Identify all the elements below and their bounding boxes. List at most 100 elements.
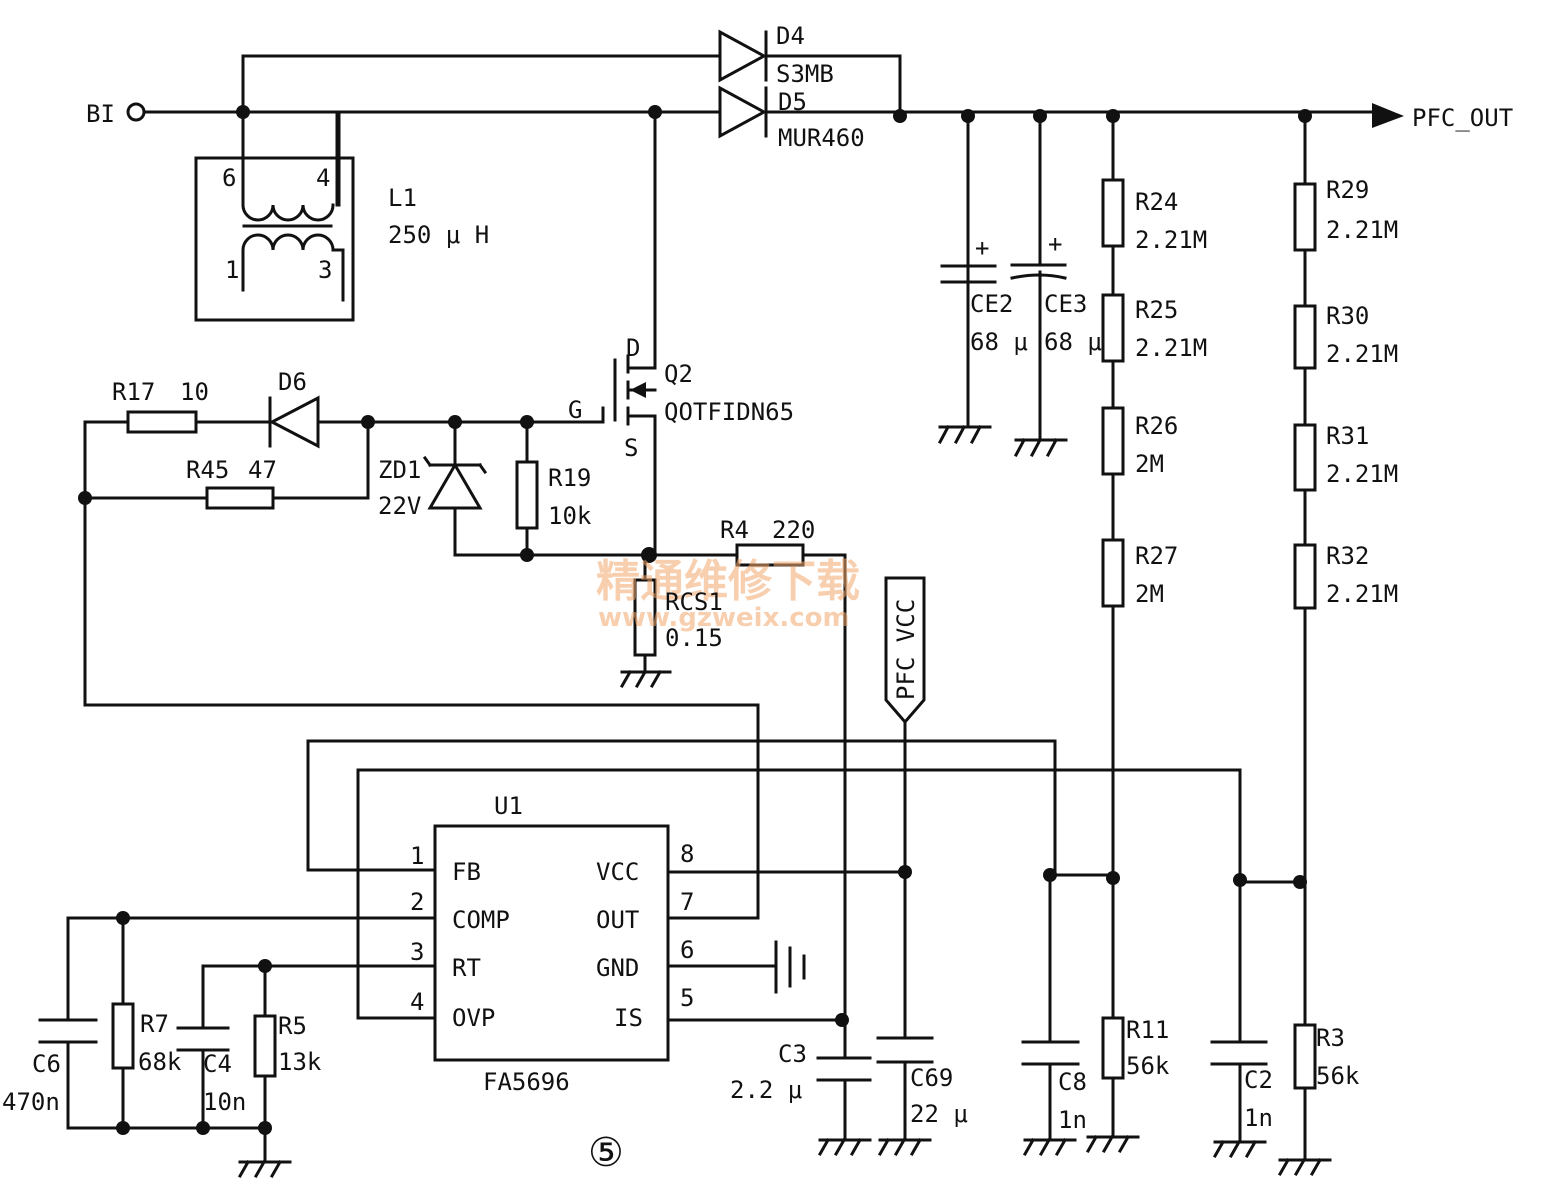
ce3-plus: + [1048, 230, 1062, 258]
r4-ref: R4 [720, 516, 749, 544]
r4-value: 220 [772, 516, 815, 544]
ic-pin1-name: FB [452, 858, 481, 886]
ic-pin6-num: 6 [680, 936, 694, 964]
r29-ref: R29 [1326, 176, 1369, 204]
r5-ref: R5 [278, 1012, 307, 1040]
d5-ref: D5 [778, 88, 807, 116]
ic-pin5-name: IS [614, 1004, 643, 1032]
r26-ref: R26 [1135, 412, 1178, 440]
ce2-plus: + [975, 234, 989, 262]
ce2-ref: CE2 [970, 290, 1013, 318]
ce2-value: 68 μ [970, 328, 1028, 356]
c3-value: 2.2 μ [730, 1076, 802, 1104]
c4-ref: C4 [203, 1050, 232, 1078]
r26-value: 2M [1135, 450, 1164, 478]
ic-pin8-name: VCC [596, 858, 639, 886]
r7-value: 68k [138, 1048, 182, 1076]
wires [66, 54, 1374, 1162]
c69-ref: C69 [910, 1064, 953, 1092]
q2-ref: Q2 [664, 360, 693, 388]
rcs1-ref: RCS1 [665, 588, 723, 616]
r11-value: 56k [1126, 1052, 1170, 1080]
ic-pin7-num: 7 [680, 888, 694, 916]
inductor-l1 [194, 156, 355, 322]
zd1-ref: ZD1 [378, 456, 421, 484]
r17-value: 10 [180, 378, 209, 406]
r19-value: 10k [548, 502, 592, 530]
l1-pin-4: 4 [316, 164, 330, 192]
r27-ref: R27 [1135, 542, 1178, 570]
d4-value: S3MB [776, 60, 834, 88]
r25-ref: R25 [1135, 296, 1178, 324]
figure-number: ⑤ [588, 1130, 624, 1176]
r7-ref: R7 [140, 1010, 169, 1038]
diode-d4 [718, 29, 768, 83]
ground-symbols [237, 424, 1332, 1179]
r32-ref: R32 [1326, 542, 1369, 570]
q2-pin-d: D [626, 334, 640, 362]
r27-value: 2M [1135, 580, 1164, 608]
r17-ref: R17 [112, 378, 155, 406]
q2-value: QOTFIDN65 [664, 398, 794, 426]
c2-ref: C2 [1244, 1066, 1273, 1094]
ic-pin4-num: 4 [410, 988, 424, 1016]
r25-value: 2.21M [1135, 334, 1207, 362]
r29-value: 2.21M [1326, 216, 1398, 244]
input-terminal [126, 102, 146, 122]
r3-value: 56k [1316, 1062, 1360, 1090]
junction-dots [78, 105, 1312, 1135]
r32-value: 2.21M [1326, 580, 1398, 608]
ic-u1-body [433, 824, 670, 1062]
ic-pin6-name: GND [596, 954, 639, 982]
c8-value: 1n [1058, 1106, 1087, 1134]
resistors [111, 178, 1317, 1090]
c2-value: 1n [1244, 1104, 1273, 1132]
ic-pin8-num: 8 [680, 840, 694, 868]
q2-arrow-icon [630, 382, 646, 398]
c6-value: 470n [2, 1088, 60, 1116]
l1-pin-6: 6 [222, 164, 236, 192]
rcs1-value: 0.15 [665, 624, 723, 652]
capacitors [38, 1018, 1268, 1082]
ic-pin1-num: 1 [410, 842, 424, 870]
diode-d5 [718, 85, 768, 139]
l1-value: 250 μ H [388, 221, 489, 249]
c8-ref: C8 [1058, 1068, 1087, 1096]
d6-ref: D6 [278, 368, 307, 396]
l1-ref: L1 [388, 184, 417, 212]
q2-pin-g: G [568, 396, 582, 424]
r19-ref: R19 [548, 464, 591, 492]
q2-pin-s: S [624, 434, 638, 462]
r24-ref: R24 [1135, 188, 1178, 216]
c4-value: 10n [203, 1088, 246, 1116]
zd1-value: 22V [378, 492, 421, 520]
r5-value: 13k [278, 1048, 322, 1076]
l1-pin-3: 3 [318, 256, 332, 284]
ic-pin4-name: OVP [452, 1004, 495, 1032]
ic-pin7-name: OUT [596, 906, 639, 934]
c6-ref: C6 [32, 1050, 61, 1078]
r30-ref: R30 [1326, 302, 1369, 330]
c69-value: 22 μ [910, 1100, 968, 1128]
watermark-url: www.gzweix.com [598, 603, 850, 633]
r24-value: 2.21M [1135, 226, 1207, 254]
r45-ref: R45 [186, 456, 229, 484]
r45-value: 47 [248, 456, 277, 484]
r30-value: 2.21M [1326, 340, 1398, 368]
r3-ref: R3 [1316, 1024, 1345, 1052]
ce3-ref: CE3 [1044, 290, 1087, 318]
zener-zd1 [422, 455, 488, 510]
ic-pin2-num: 2 [410, 888, 424, 916]
r11-ref: R11 [1126, 1016, 1169, 1044]
r31-ref: R31 [1326, 422, 1369, 450]
ic-pin2-name: COMP [452, 906, 510, 934]
ic-ref: U1 [494, 792, 523, 820]
ic-part: FA5696 [483, 1068, 570, 1096]
ic-pin3-num: 3 [410, 938, 424, 966]
watermark-text: 精通维修下载 [596, 556, 860, 607]
net-label-vcc: PFC VCC [892, 599, 920, 700]
r31-value: 2.21M [1326, 460, 1398, 488]
diode-d6 [268, 395, 320, 449]
c3-ref: C3 [778, 1040, 807, 1068]
